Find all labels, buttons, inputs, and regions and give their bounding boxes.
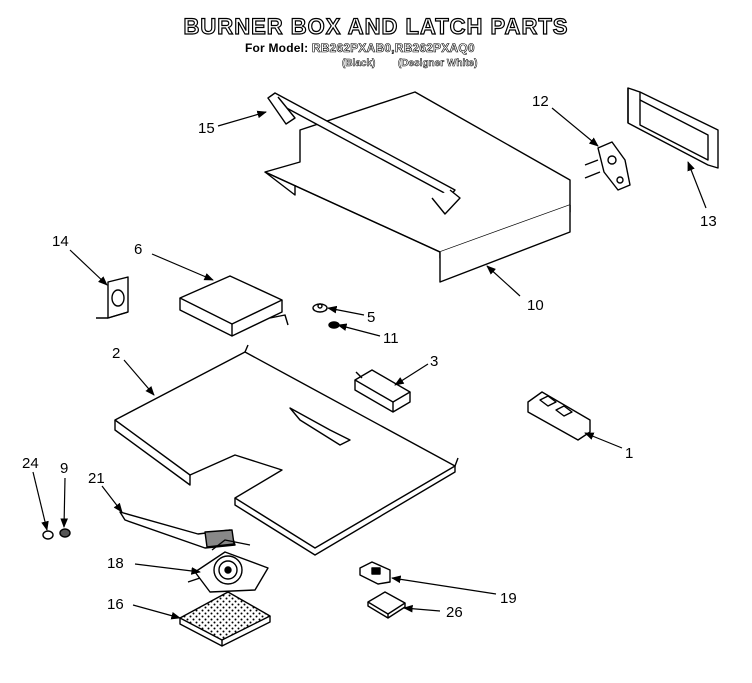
leader-14 — [69, 249, 108, 286]
leader-6 — [151, 253, 214, 281]
callout-24: 24 — [22, 455, 39, 472]
leader-24 — [32, 471, 49, 531]
leader-13 — [687, 161, 707, 209]
leader-9 — [60, 477, 69, 528]
mounting-plate — [367, 591, 406, 619]
callout-13: 13 — [700, 213, 717, 230]
callout-21: 21 — [88, 470, 105, 487]
leader-18 — [134, 563, 201, 575]
callout-10: 10 — [527, 297, 544, 314]
callout-6: 6 — [134, 241, 142, 258]
fastener-11 — [328, 321, 340, 329]
callout-14: 14 — [52, 233, 69, 250]
latch-assembly — [187, 539, 269, 593]
leader-lines — [32, 107, 707, 620]
leader-1 — [584, 432, 623, 449]
callout-5: 5 — [367, 309, 375, 326]
leader-10 — [486, 265, 521, 297]
model-line: For Model: RB262PXAB0,RB262PXAQ0 — [245, 41, 475, 56]
base-pan — [114, 344, 459, 556]
callout-19: 19 — [500, 590, 517, 607]
leader-21 — [101, 485, 123, 513]
thermal-switch — [354, 369, 411, 413]
leader-5 — [327, 305, 365, 316]
latch-rod — [119, 511, 236, 549]
latch-catch — [359, 561, 391, 585]
callout-15: 15 — [198, 120, 215, 137]
leader-11 — [337, 323, 381, 337]
fastener-5 — [312, 303, 328, 313]
diagram-title: BURNER BOX AND LATCH PARTS — [183, 13, 569, 39]
comb-bracket — [527, 391, 591, 441]
leader-12 — [551, 107, 599, 147]
leader-16 — [132, 604, 181, 620]
leader-2 — [123, 359, 155, 396]
callout-9: 9 — [60, 460, 68, 477]
control-module — [179, 275, 289, 337]
callout-labels: 15 12 13 14 6 10 5 11 2 3 1 24 9 21 18 1… — [22, 93, 717, 621]
latch-bracket — [267, 92, 461, 215]
leader-26 — [403, 604, 441, 613]
callout-26: 26 — [446, 604, 463, 621]
cap-9 — [59, 528, 71, 538]
leader-15 — [217, 110, 267, 127]
callout-16: 16 — [107, 596, 124, 613]
switch-part — [584, 141, 631, 191]
leader-19 — [391, 575, 497, 595]
callout-1: 1 — [625, 445, 633, 462]
leader-3 — [394, 363, 429, 386]
variant-designer-white: (Designer White) — [398, 58, 478, 70]
filter-pad — [179, 591, 271, 647]
callout-2: 2 — [112, 345, 120, 362]
mount-bracket — [96, 276, 129, 319]
variant-black: (Black) — [342, 58, 376, 70]
callout-18: 18 — [107, 555, 124, 572]
model-numbers: RB262PXAB0,RB262PXAQ0 — [311, 41, 475, 56]
vent-frame — [627, 87, 719, 169]
nut-24 — [42, 530, 54, 540]
callout-3: 3 — [430, 353, 438, 370]
model-prefix: For Model: — [245, 41, 309, 55]
callout-12: 12 — [532, 93, 549, 110]
callout-11: 11 — [383, 330, 399, 347]
